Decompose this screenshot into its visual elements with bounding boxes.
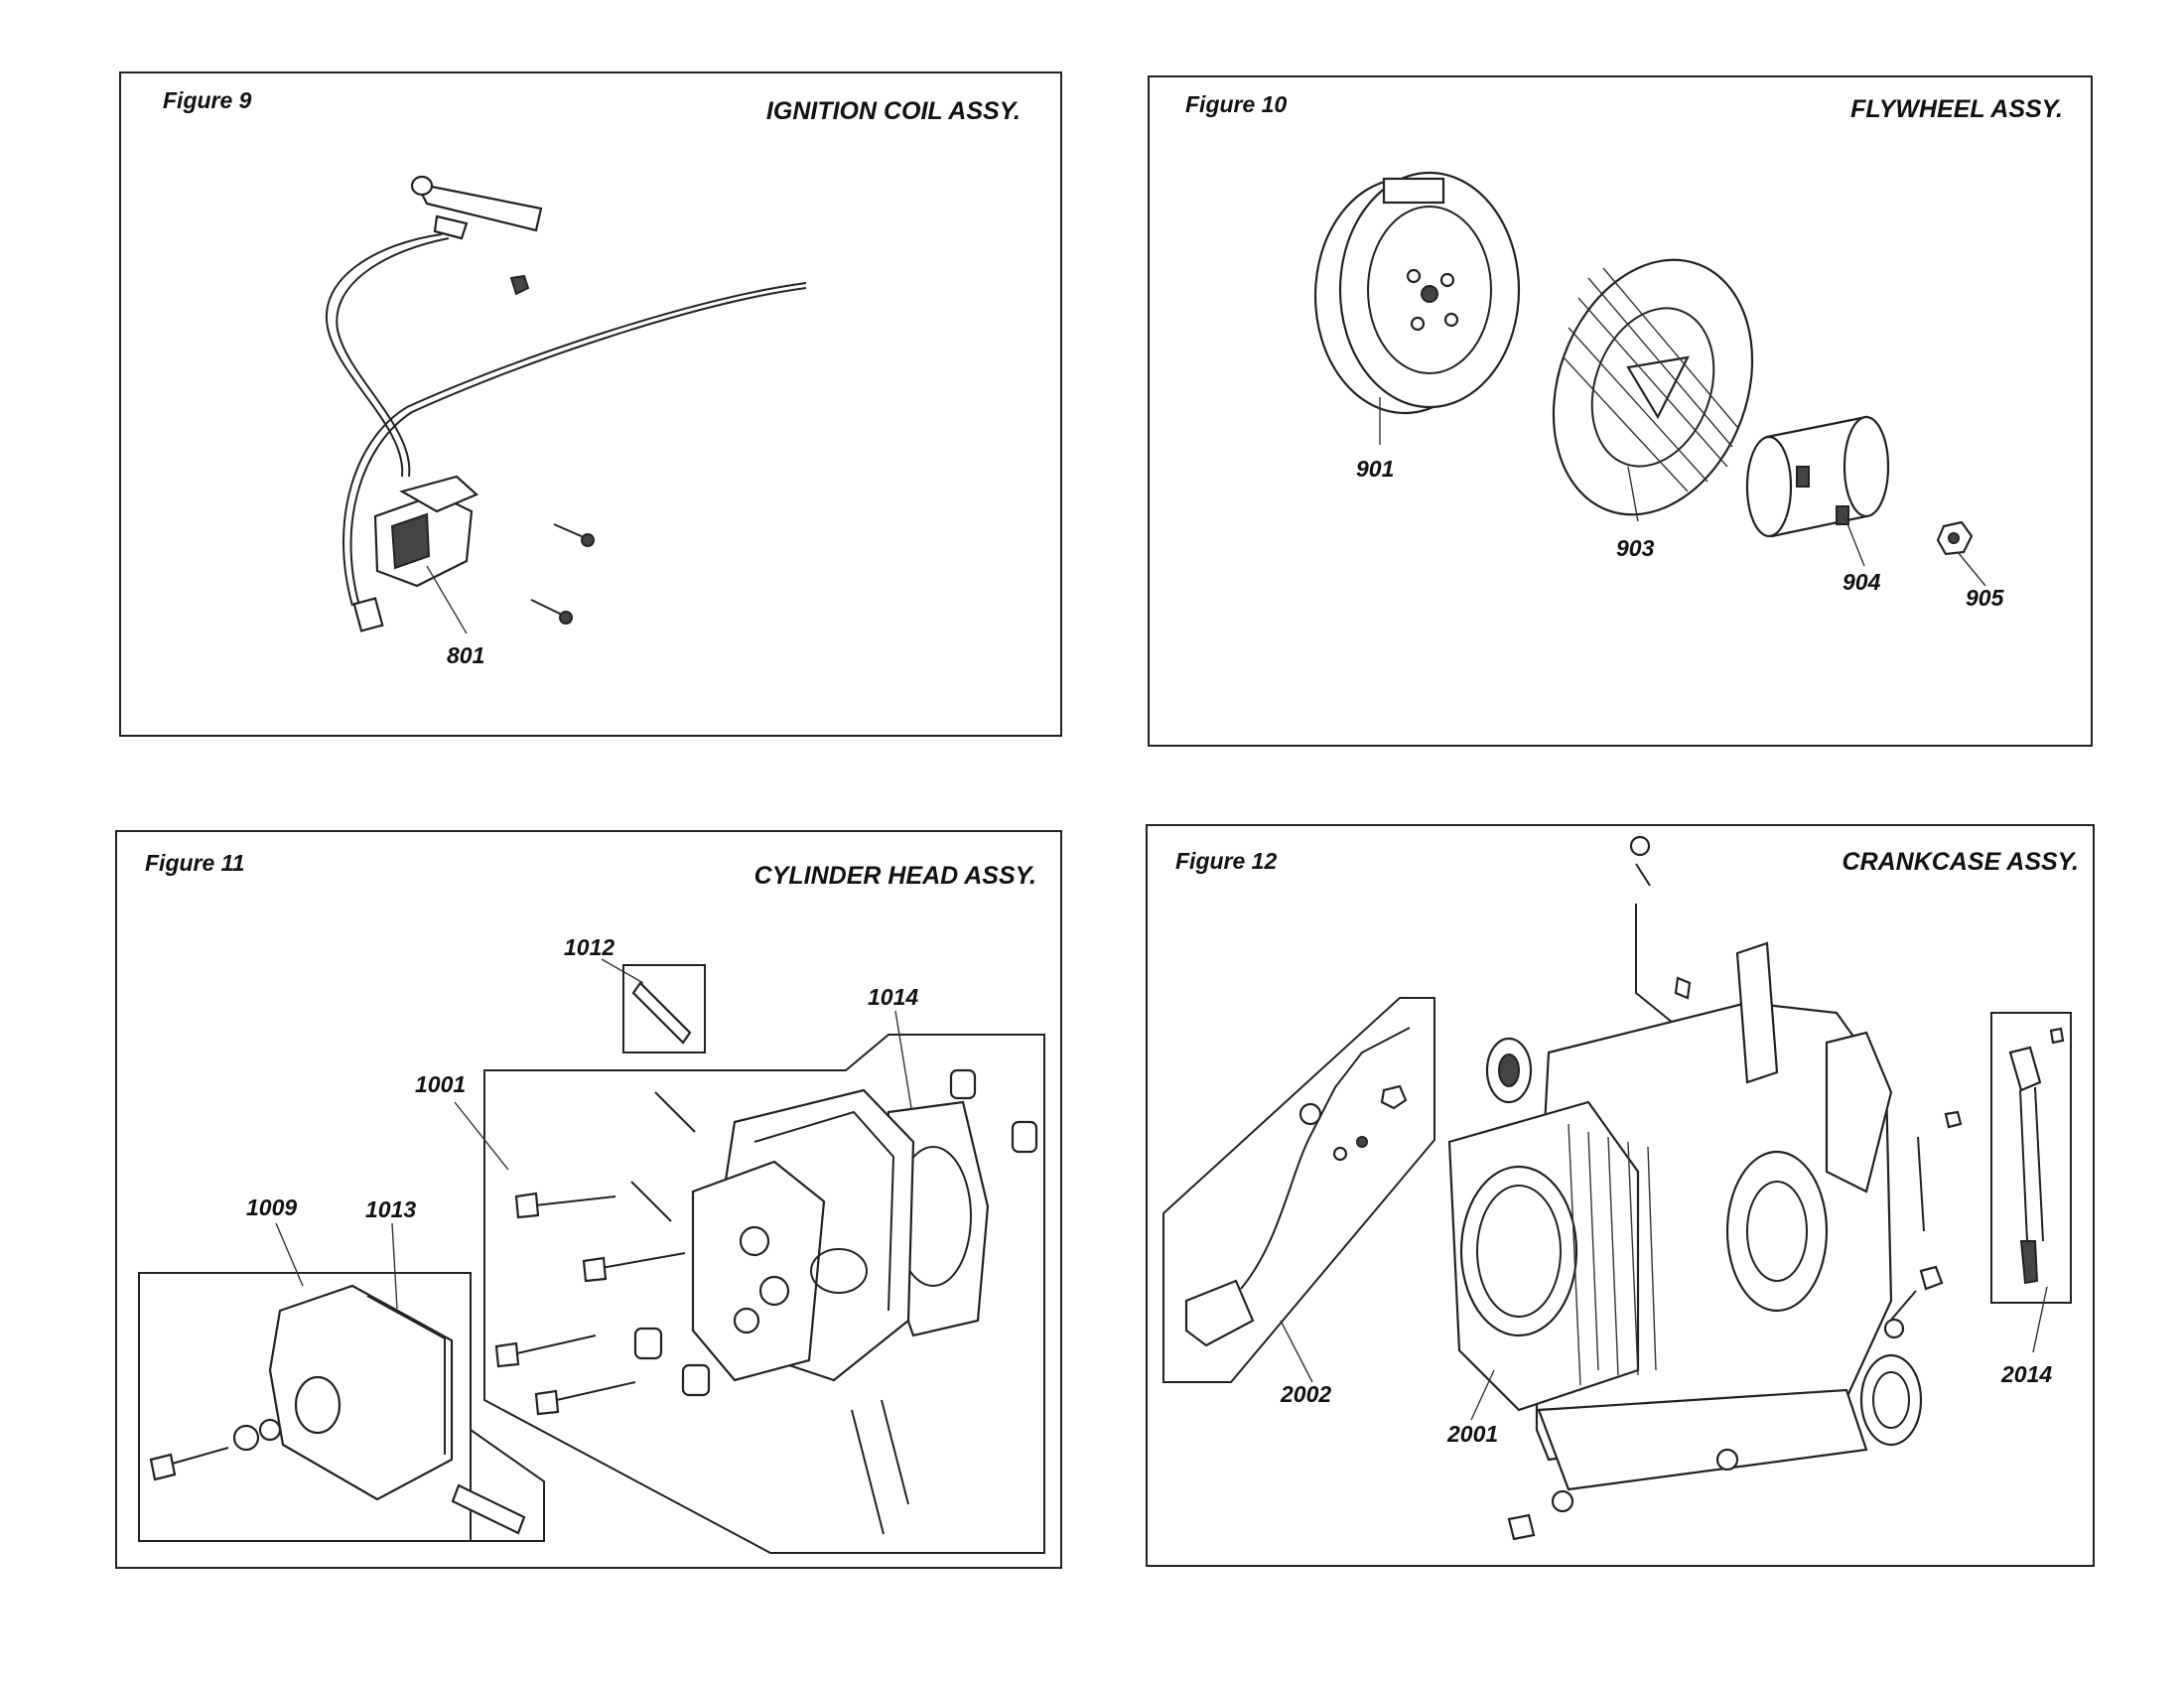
figure-12-label: Figure 12: [1175, 848, 1278, 874]
figure-10-panel: Figure 10 FLYWHEEL ASSY.: [1148, 75, 2093, 747]
figure-10-title: FLYWHEEL ASSY.: [1850, 95, 2063, 123]
figure-10-label: Figure 10: [1185, 91, 1288, 117]
figure-9-title: IGNITION COIL ASSY.: [765, 97, 1021, 125]
figure-9-panel: Figure 9 IGNITION COIL ASSY.: [119, 71, 1062, 737]
figure-11-panel: Figure 11 CYLINDER HEAD ASSY.: [115, 830, 1062, 1569]
figure-11-title: CYLINDER HEAD ASSY.: [753, 862, 1036, 890]
figure-12-panel: Figure 12 CRANKCASE ASSY.: [1146, 824, 2095, 1567]
figure-12-title: CRANKCASE ASSY.: [1842, 848, 2079, 876]
figure-11-label: Figure 11: [145, 850, 245, 876]
figure-9-label: Figure 9: [163, 87, 252, 113]
